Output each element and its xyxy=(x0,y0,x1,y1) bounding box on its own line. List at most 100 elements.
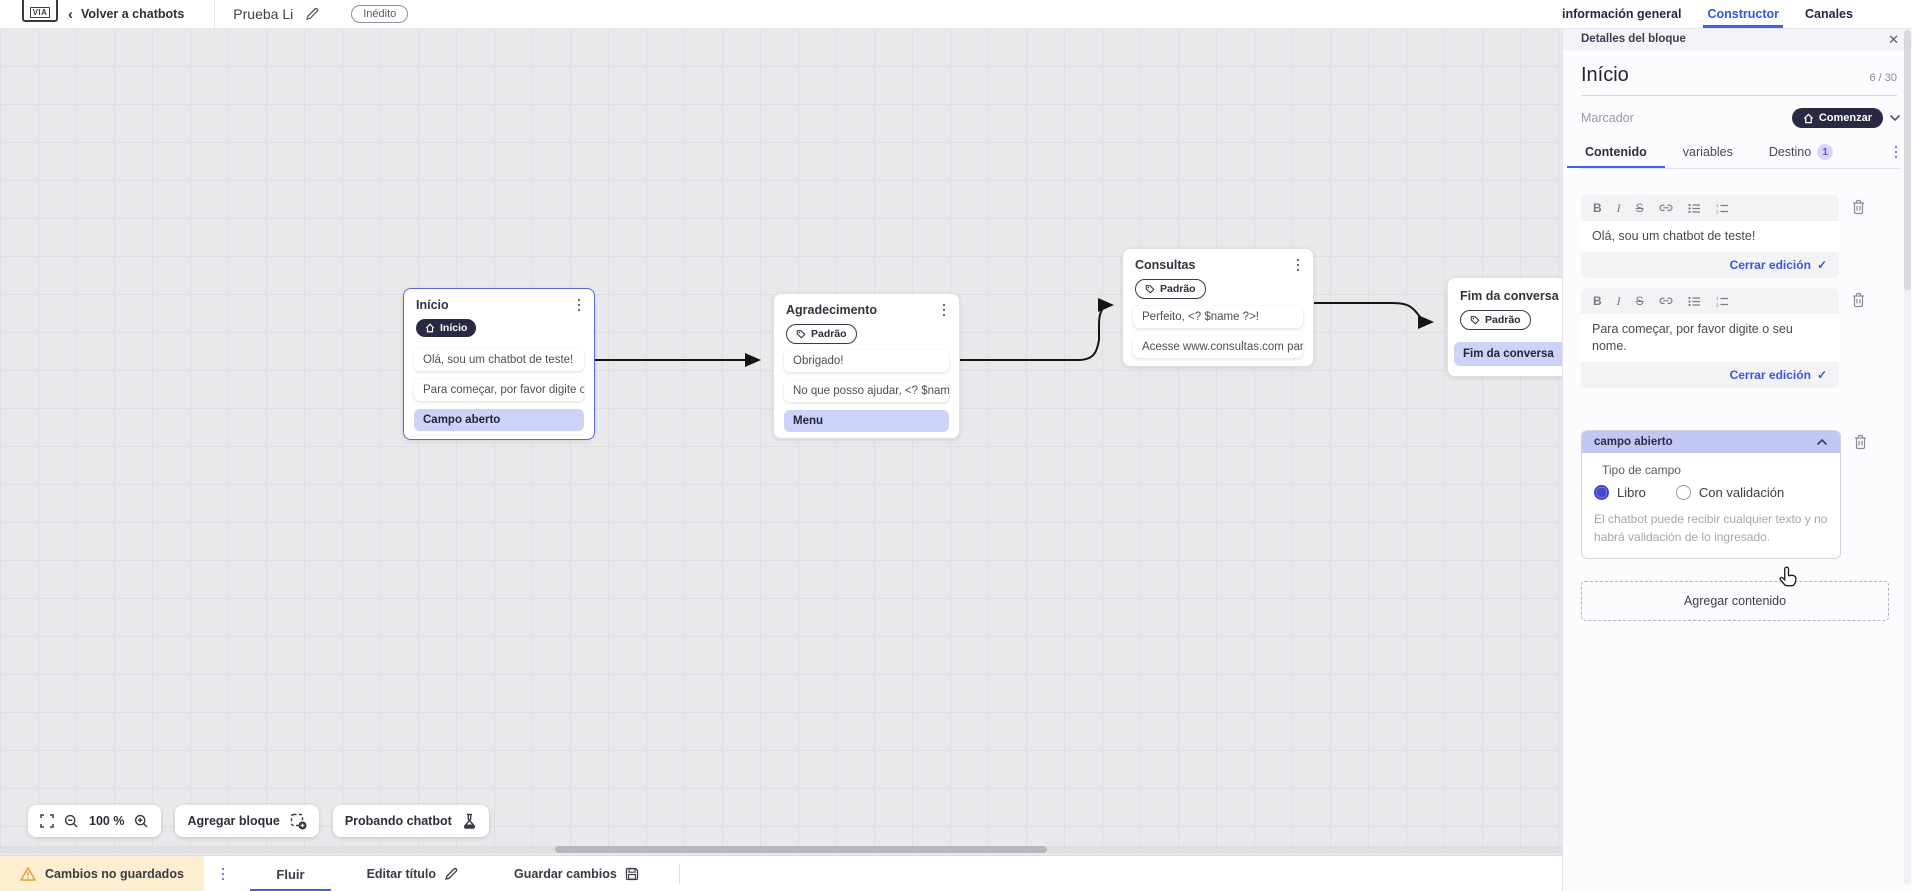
node-menu-row[interactable]: Menu xyxy=(784,410,949,432)
back-chevron-icon: ‹ xyxy=(68,5,73,23)
message-text-input[interactable]: Olá, sou um chatbot de teste! xyxy=(1581,221,1839,252)
bold-icon[interactable]: B xyxy=(1593,201,1602,215)
unsaved-changes-banner: Cambios no guardados xyxy=(0,856,204,891)
radio-libro[interactable] xyxy=(1594,485,1609,500)
close-edit-button[interactable]: Cerrar edición ✓ xyxy=(1729,368,1827,382)
canvas-horizontal-scrollbar[interactable] xyxy=(0,846,1562,853)
node-message-row[interactable]: Para começar, por favor digite o ... xyxy=(414,379,584,401)
chevron-down-icon[interactable] xyxy=(1889,114,1901,122)
bullet-list-icon[interactable] xyxy=(1688,296,1701,307)
radio-con-validacion-label[interactable]: Con validación xyxy=(1698,485,1785,500)
add-block-button[interactable]: Agregar bloque xyxy=(175,805,319,837)
chevron-up-icon[interactable] xyxy=(1816,438,1828,446)
delete-content-icon[interactable] xyxy=(1851,292,1866,308)
flask-icon xyxy=(463,813,475,829)
add-block-label: Agregar bloque xyxy=(187,814,280,828)
message-text-input[interactable]: Para começar, por favor digite o seu nom… xyxy=(1581,314,1839,362)
node-menu-icon[interactable] xyxy=(574,298,585,313)
radio-con-validacion[interactable] xyxy=(1675,485,1691,500)
default-badge: Padrão xyxy=(786,324,857,344)
scrollbar-thumb[interactable] xyxy=(555,846,1047,853)
radio-libro-label[interactable]: Libro xyxy=(1617,485,1646,500)
start-badge: Início xyxy=(416,319,477,337)
panel-vertical-scrollbar[interactable] xyxy=(1904,30,1911,885)
tab-canales[interactable]: Canales xyxy=(1805,7,1853,21)
edit-title-button[interactable]: Editar título xyxy=(367,867,458,881)
tag-icon xyxy=(796,330,806,339)
node-message-row[interactable]: No que posso ajudar, <? $name ... xyxy=(784,380,949,402)
scrollbar-thumb[interactable] xyxy=(1904,30,1911,290)
status-badge: Inédito xyxy=(351,5,409,23)
flow-node-inicio[interactable]: Início Início Olá, sou um chatbot de tes… xyxy=(403,288,595,440)
node-menu-icon[interactable] xyxy=(1293,258,1304,273)
node-message-row[interactable]: Perfeito, <? $name ?>! xyxy=(1133,306,1303,328)
edit-title-pencil-icon[interactable] xyxy=(305,7,319,21)
panel-body: Início 6 / 30 Marcador Comenzar Contenid… xyxy=(1563,64,1912,621)
open-field-header[interactable]: campo abierto xyxy=(1582,431,1840,453)
svg-text:1: 1 xyxy=(1716,296,1719,301)
home-icon xyxy=(1803,112,1813,123)
strikethrough-icon[interactable]: S xyxy=(1635,294,1644,308)
zoom-out-icon[interactable] xyxy=(64,814,79,829)
back-label: Volver a chatbots xyxy=(81,7,185,21)
chatbot-title: Prueba Li xyxy=(233,6,294,22)
zoom-in-icon[interactable] xyxy=(134,814,149,829)
save-icon xyxy=(625,867,639,881)
app-logo-icon[interactable]: VIA xyxy=(22,0,58,22)
flow-menu-icon[interactable] xyxy=(218,867,229,882)
panel-top-tabs: información general Constructor Canales xyxy=(1550,0,1912,28)
flow-node-consultas[interactable]: Consultas Padrão Perfeito, <? $name ?>! … xyxy=(1122,248,1314,367)
panel-header: Detalles del bloque ✕ xyxy=(1563,28,1912,50)
add-content-button[interactable]: Agregar contenido xyxy=(1581,581,1889,621)
marcador-label: Marcador xyxy=(1581,111,1634,125)
link-icon[interactable] xyxy=(1659,203,1673,213)
node-message-row[interactable]: Acesse www.consultas.com par... xyxy=(1133,336,1303,358)
save-changes-button[interactable]: Guardar cambios xyxy=(514,867,639,881)
tab-variables[interactable]: variables xyxy=(1682,145,1733,159)
home-icon xyxy=(425,323,435,333)
warning-icon xyxy=(20,867,36,881)
bold-icon[interactable]: B xyxy=(1593,294,1602,308)
add-block-icon xyxy=(290,813,307,829)
node-end-row[interactable]: Fim da conversa xyxy=(1454,342,1562,366)
topbar-divider xyxy=(214,0,216,28)
flow-node-agradecimento[interactable]: Agradecimento Padrão Obrigado! No que po… xyxy=(773,293,960,439)
tag-icon xyxy=(1145,285,1155,294)
tab-informacion-general[interactable]: información general xyxy=(1562,7,1682,21)
italic-icon[interactable]: I xyxy=(1616,293,1621,308)
delete-content-icon[interactable] xyxy=(1851,199,1866,215)
strikethrough-icon[interactable]: S xyxy=(1635,201,1644,215)
link-icon[interactable] xyxy=(1659,296,1673,306)
tabs-menu-icon[interactable] xyxy=(1891,145,1902,160)
bullet-list-icon[interactable] xyxy=(1688,203,1701,214)
char-counter: 6 / 30 xyxy=(1869,72,1897,84)
marcador-value-button[interactable]: Comenzar xyxy=(1791,108,1883,128)
fit-view-icon[interactable] xyxy=(40,814,54,828)
node-message-row[interactable]: Olá, sou um chatbot de teste! xyxy=(414,349,584,371)
node-title: Agradecimento xyxy=(786,303,877,317)
node-open-field-row[interactable]: Campo aberto xyxy=(414,409,584,431)
tab-constructor[interactable]: Constructor xyxy=(1703,0,1783,28)
close-panel-icon[interactable]: ✕ xyxy=(1888,31,1899,47)
back-to-chatbots-button[interactable]: ‹ Volver a chatbots xyxy=(68,6,184,23)
svg-text:2: 2 xyxy=(1716,302,1719,307)
flow-canvas[interactable]: Início Início Olá, sou um chatbot de tes… xyxy=(0,28,1562,855)
test-chatbot-button[interactable]: Probando chatbot xyxy=(332,805,489,837)
close-edit-button[interactable]: Cerrar edición ✓ xyxy=(1729,258,1827,272)
node-menu-icon[interactable] xyxy=(939,303,950,318)
tab-fluir[interactable]: Fluir xyxy=(250,856,331,891)
delete-content-icon[interactable] xyxy=(1853,434,1868,450)
italic-icon[interactable]: I xyxy=(1616,200,1621,215)
field-type-description: El chatbot puede recibir cualquier texto… xyxy=(1594,512,1828,544)
flow-node-fim-da-conversa[interactable]: Fim da conversa Padrão Fim da conversa xyxy=(1447,277,1562,377)
node-message-row[interactable]: Obrigado! xyxy=(784,350,949,372)
bottom-bar: Cambios no guardados Fluir Editar título… xyxy=(0,855,1562,891)
tab-contenido[interactable]: Contenido xyxy=(1567,145,1665,168)
block-name-input[interactable]: Início xyxy=(1581,64,1629,86)
